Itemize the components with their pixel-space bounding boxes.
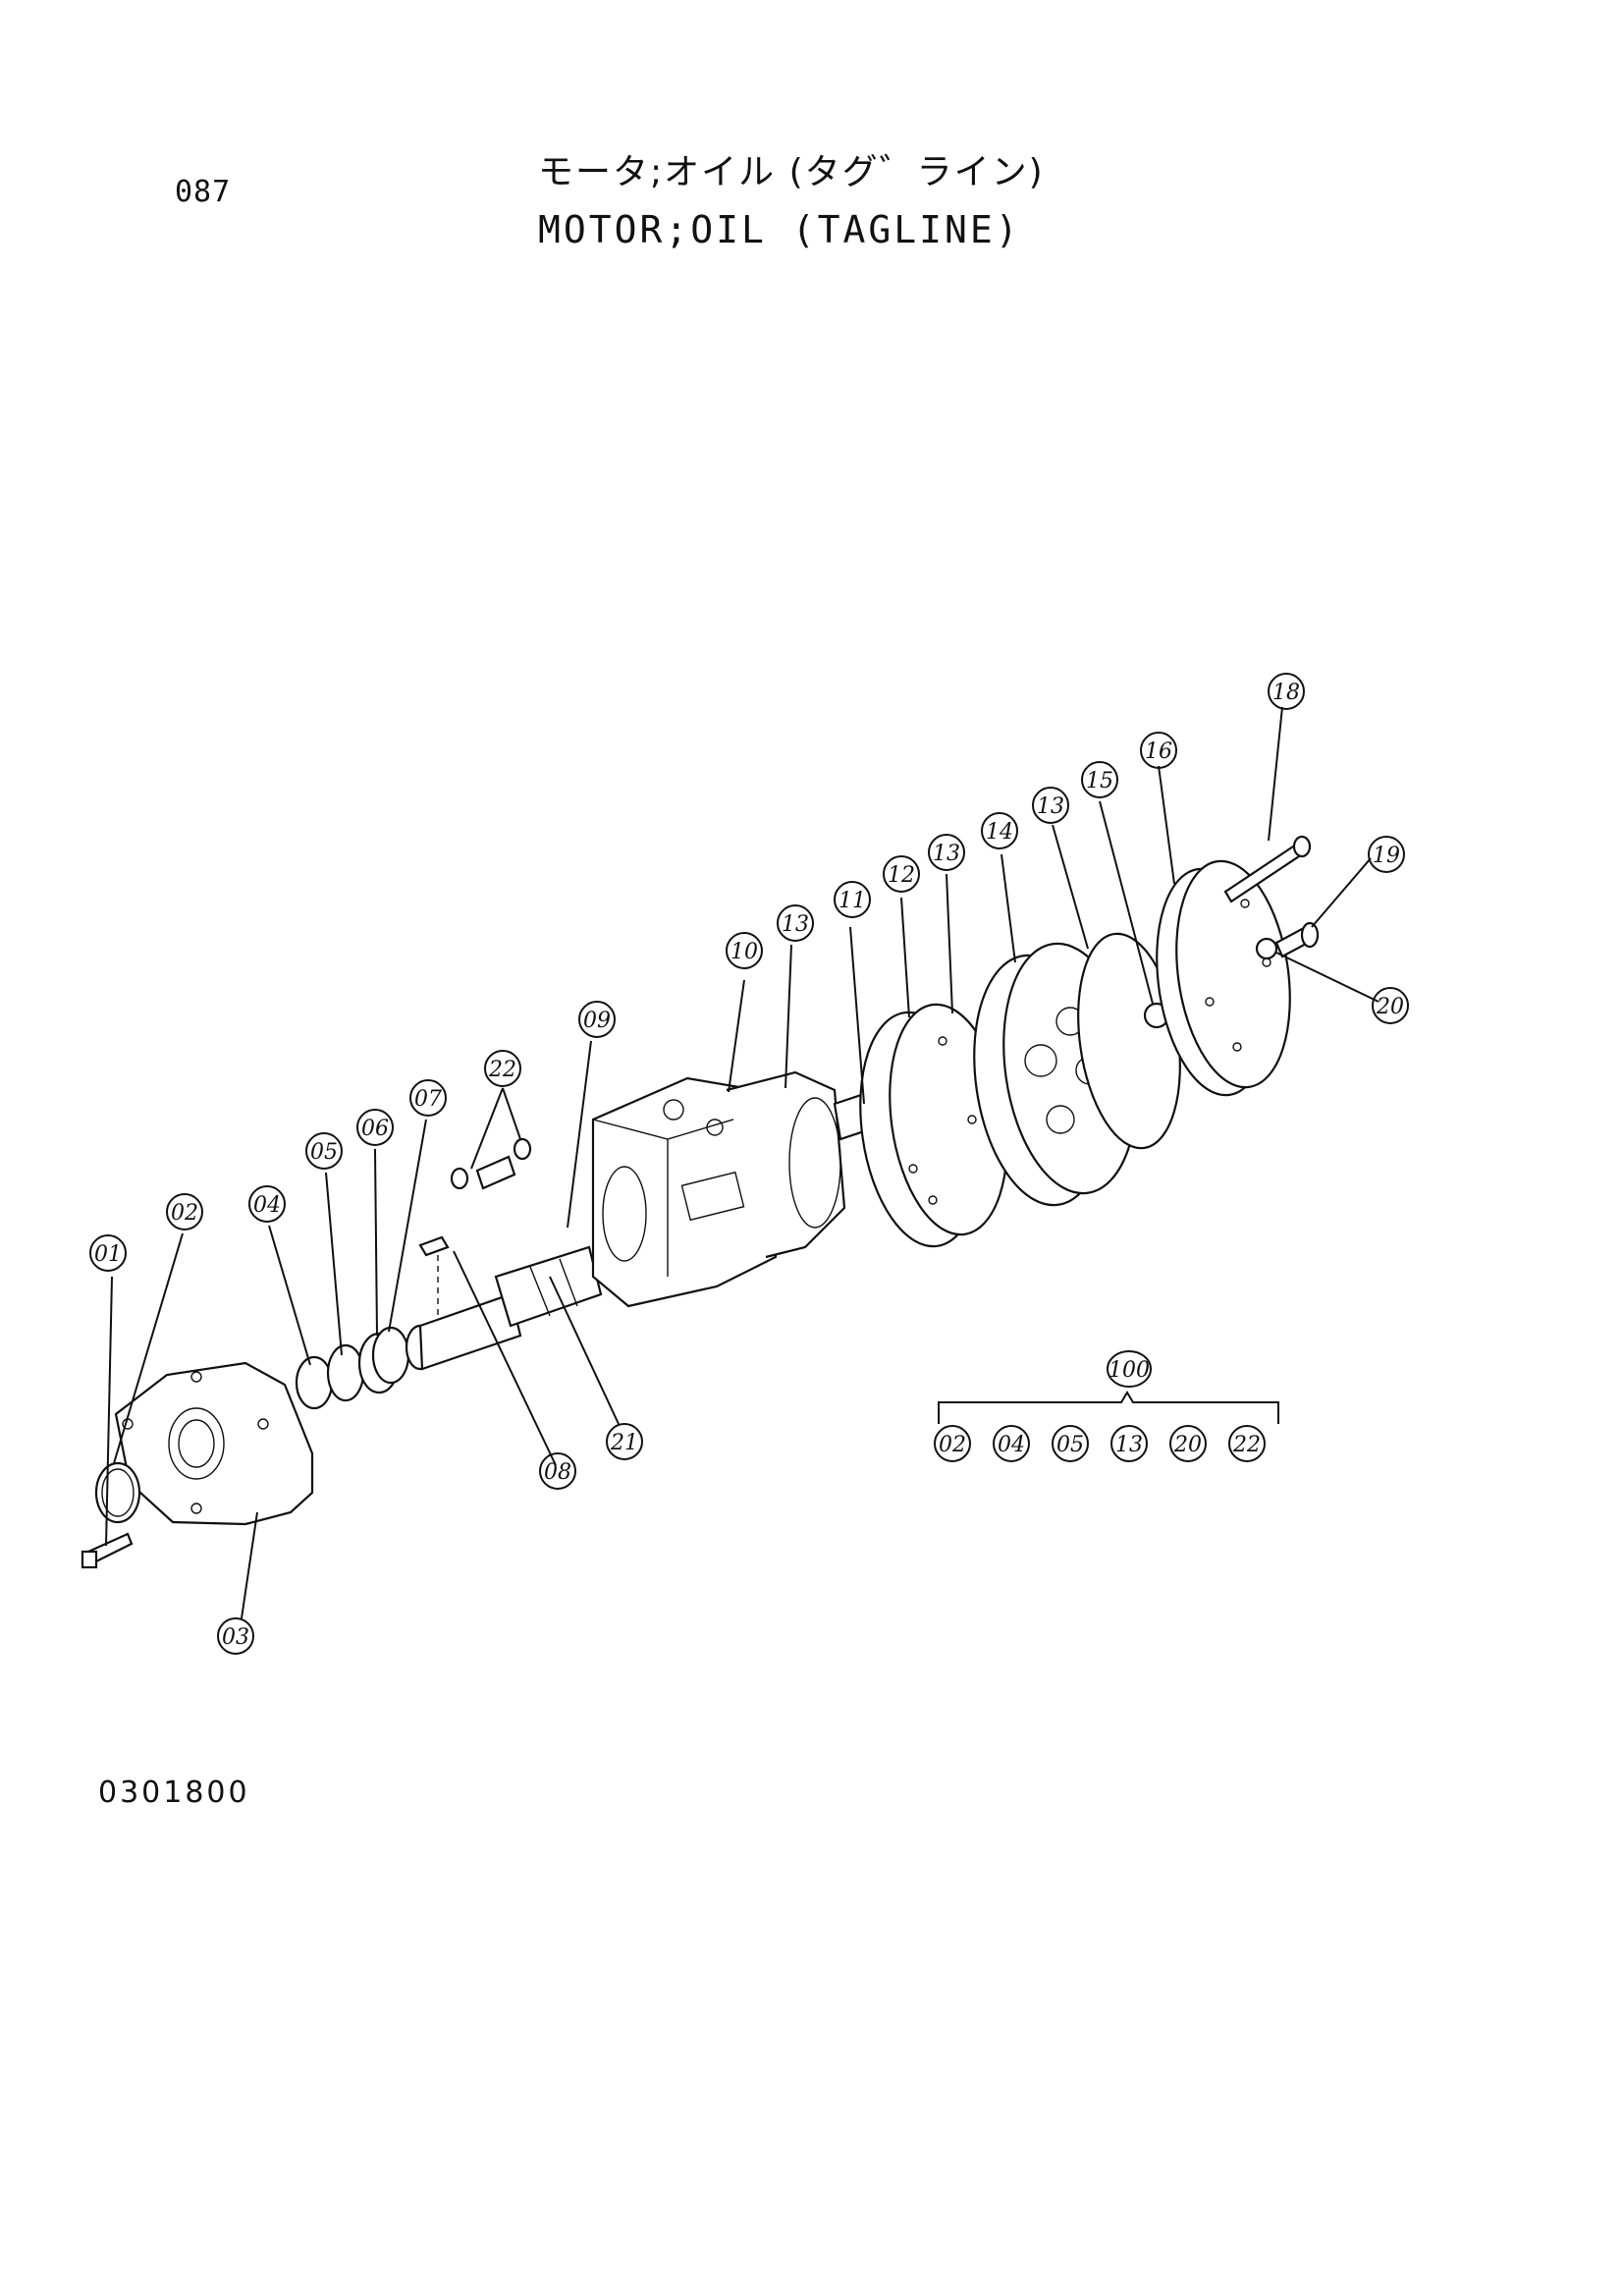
kit-item-05: 05 xyxy=(1052,1425,1089,1462)
end-cover-part xyxy=(1077,859,1291,1150)
svg-text:03: 03 xyxy=(222,1625,249,1650)
seal-04-part xyxy=(295,1355,334,1410)
callout-15: 15 xyxy=(1081,761,1118,798)
parts-artwork xyxy=(81,835,1320,1569)
svg-text:14: 14 xyxy=(986,820,1013,845)
callout-14: 14 xyxy=(981,812,1018,849)
svg-text:13: 13 xyxy=(1037,794,1064,819)
shaft-part xyxy=(405,1245,603,1371)
kit-bracket xyxy=(938,1391,1279,1424)
callout-22: 22 xyxy=(484,1050,521,1087)
kit-label: 100 xyxy=(1107,1350,1152,1388)
kit-item-22: 22 xyxy=(1228,1425,1266,1462)
svg-text:12: 12 xyxy=(888,863,915,888)
key-part xyxy=(418,1235,450,1257)
svg-text:21: 21 xyxy=(610,1431,638,1455)
svg-text:16: 16 xyxy=(1145,739,1172,764)
svg-text:20: 20 xyxy=(1376,995,1404,1019)
seal-05-part xyxy=(326,1343,365,1402)
check-valve-part xyxy=(450,1137,532,1190)
gerotor-part xyxy=(973,942,1138,1207)
svg-text:100: 100 xyxy=(1109,1358,1150,1383)
svg-text:10: 10 xyxy=(730,940,758,964)
svg-text:13: 13 xyxy=(782,912,809,937)
callout-20: 20 xyxy=(1372,987,1409,1024)
bearing-07-part xyxy=(371,1326,410,1385)
callout-04: 04 xyxy=(248,1185,286,1223)
svg-text:09: 09 xyxy=(583,1009,611,1033)
svg-text:19: 19 xyxy=(1373,844,1400,868)
callout-09: 09 xyxy=(578,1001,616,1038)
svg-text:06: 06 xyxy=(361,1117,389,1141)
page-number: 087 xyxy=(175,175,232,209)
title-english: MOTOR;OIL (TAGLINE) xyxy=(538,208,1021,251)
housing-part xyxy=(591,1070,846,1308)
callout-19: 19 xyxy=(1368,836,1405,873)
svg-text:22: 22 xyxy=(488,1058,516,1082)
callout-13a: 13 xyxy=(777,904,814,942)
plug-part xyxy=(1255,921,1320,960)
svg-text:13: 13 xyxy=(933,842,960,866)
callout-10: 10 xyxy=(726,932,763,969)
callout-16: 16 xyxy=(1140,732,1177,769)
callout-02: 02 xyxy=(166,1193,203,1230)
svg-text:13: 13 xyxy=(1115,1433,1143,1457)
drawing-code: 0301800 xyxy=(98,1776,250,1810)
svg-text:22: 22 xyxy=(1232,1433,1261,1457)
callout-03: 03 xyxy=(217,1617,254,1655)
svg-text:04: 04 xyxy=(998,1433,1025,1457)
kit-item-02: 02 xyxy=(934,1425,971,1462)
svg-text:04: 04 xyxy=(253,1193,281,1218)
svg-text:05: 05 xyxy=(1056,1433,1084,1457)
kit-item-04: 04 xyxy=(993,1425,1030,1462)
callout-06: 06 xyxy=(356,1109,394,1146)
svg-text:20: 20 xyxy=(1173,1433,1202,1457)
callout-01: 01 xyxy=(89,1234,127,1272)
svg-text:02: 02 xyxy=(939,1433,966,1457)
svg-text:05: 05 xyxy=(310,1140,338,1165)
flange-part xyxy=(114,1361,314,1526)
callout-13b: 13 xyxy=(928,834,965,871)
callout-group: 01 02 03 04 05 06 07 08 09 10 11 12 13 1… xyxy=(89,673,1409,1655)
bolt-part xyxy=(81,1532,134,1569)
svg-text:07: 07 xyxy=(414,1087,442,1112)
callout-07: 07 xyxy=(409,1079,447,1117)
callout-11: 11 xyxy=(834,881,871,918)
svg-text:08: 08 xyxy=(544,1460,571,1485)
callout-05: 05 xyxy=(305,1132,343,1170)
kit-item-13: 13 xyxy=(1110,1425,1148,1462)
callout-21: 21 xyxy=(606,1423,643,1460)
callout-08: 08 xyxy=(539,1452,576,1490)
callout-12: 12 xyxy=(883,855,920,893)
callout-18: 18 xyxy=(1268,673,1305,710)
svg-text:18: 18 xyxy=(1272,681,1300,705)
svg-text:02: 02 xyxy=(171,1201,198,1226)
svg-text:11: 11 xyxy=(839,889,866,913)
callout-13c: 13 xyxy=(1032,787,1069,824)
svg-text:15: 15 xyxy=(1086,769,1113,793)
kit-item-20: 20 xyxy=(1169,1425,1207,1462)
svg-text:01: 01 xyxy=(94,1242,122,1267)
kit-group: 100 02 04 05 13 20 22 xyxy=(934,1350,1266,1462)
title-japanese: モータ;オイル (タグ゛ライン) xyxy=(538,152,1045,192)
leader-lines xyxy=(105,706,1380,1619)
